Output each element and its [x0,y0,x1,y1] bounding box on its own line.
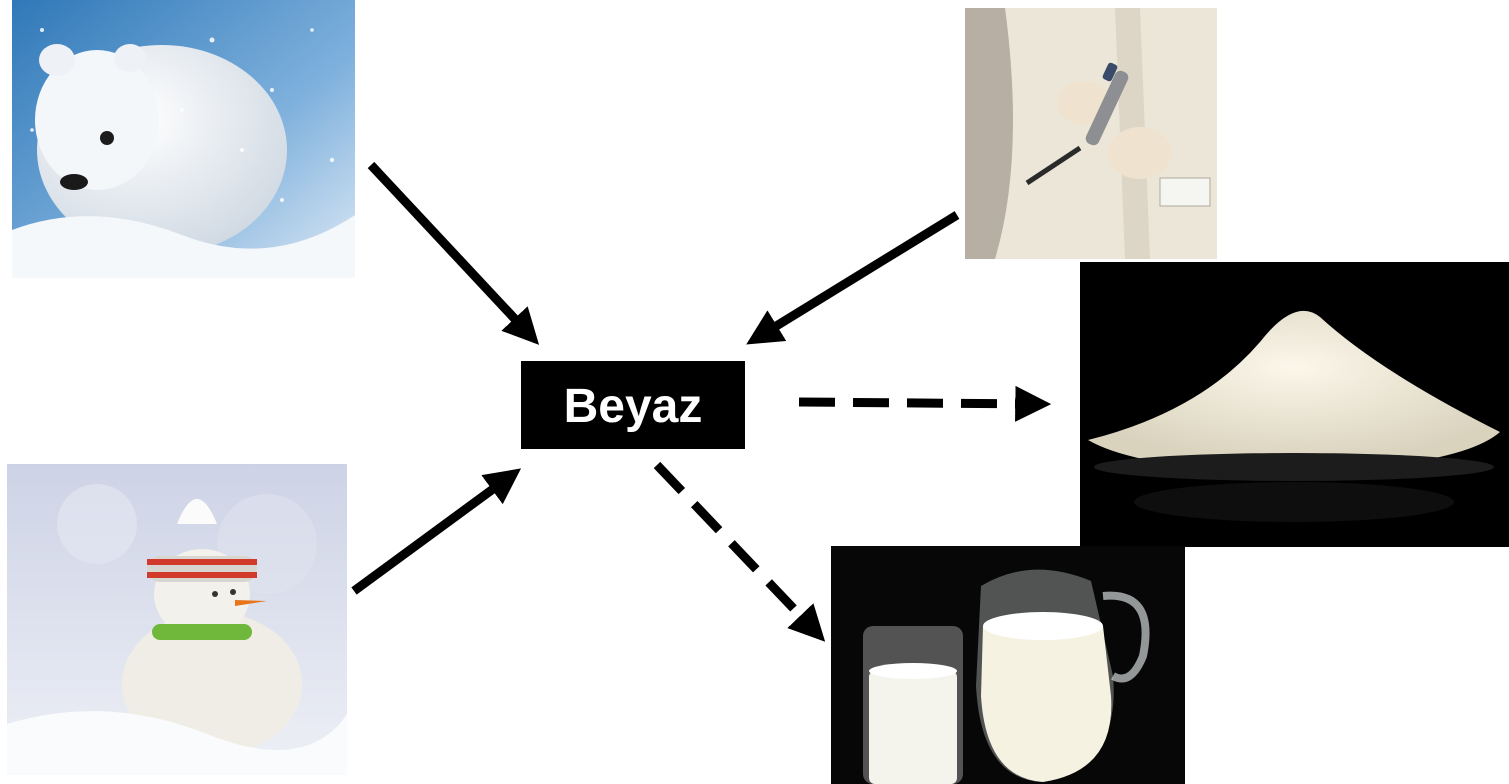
arrow-center-to-flour [798,385,1052,422]
snowman-image [7,464,347,775]
arrow-doctor-to-center [746,211,960,345]
flour-image [1080,262,1509,547]
center-label: Beyaz [563,379,703,433]
arrow-bear-to-center [367,161,540,345]
milk-image [831,546,1185,784]
arrow-center-to-milk [653,461,826,642]
doctor-image [965,8,1217,259]
center-label-box: Beyaz [521,361,745,449]
polar-bear-image [12,0,355,278]
arrow-snowman-to-center [351,468,522,595]
